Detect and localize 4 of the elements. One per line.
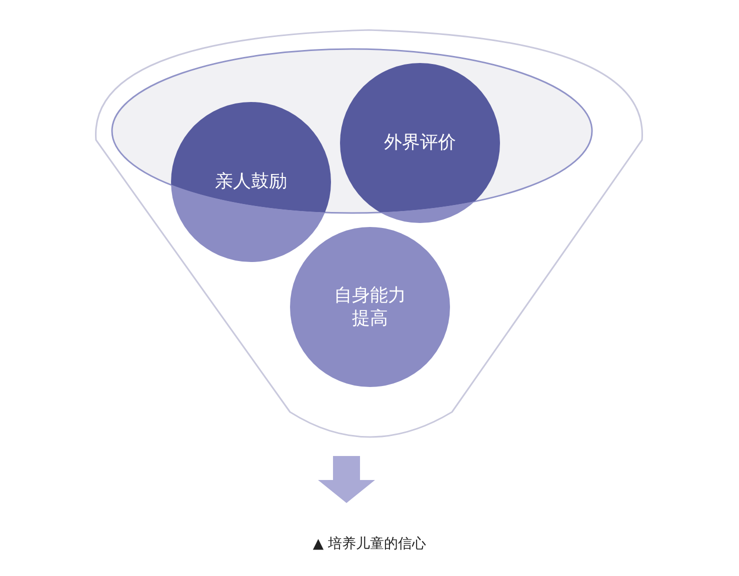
node-label: 自身能力提高 [333,284,407,330]
caption: ▲ 培养儿童的信心 [312,535,426,553]
node-label: 外界评价 [384,131,456,155]
node-label: 亲人鼓励 [215,170,287,194]
